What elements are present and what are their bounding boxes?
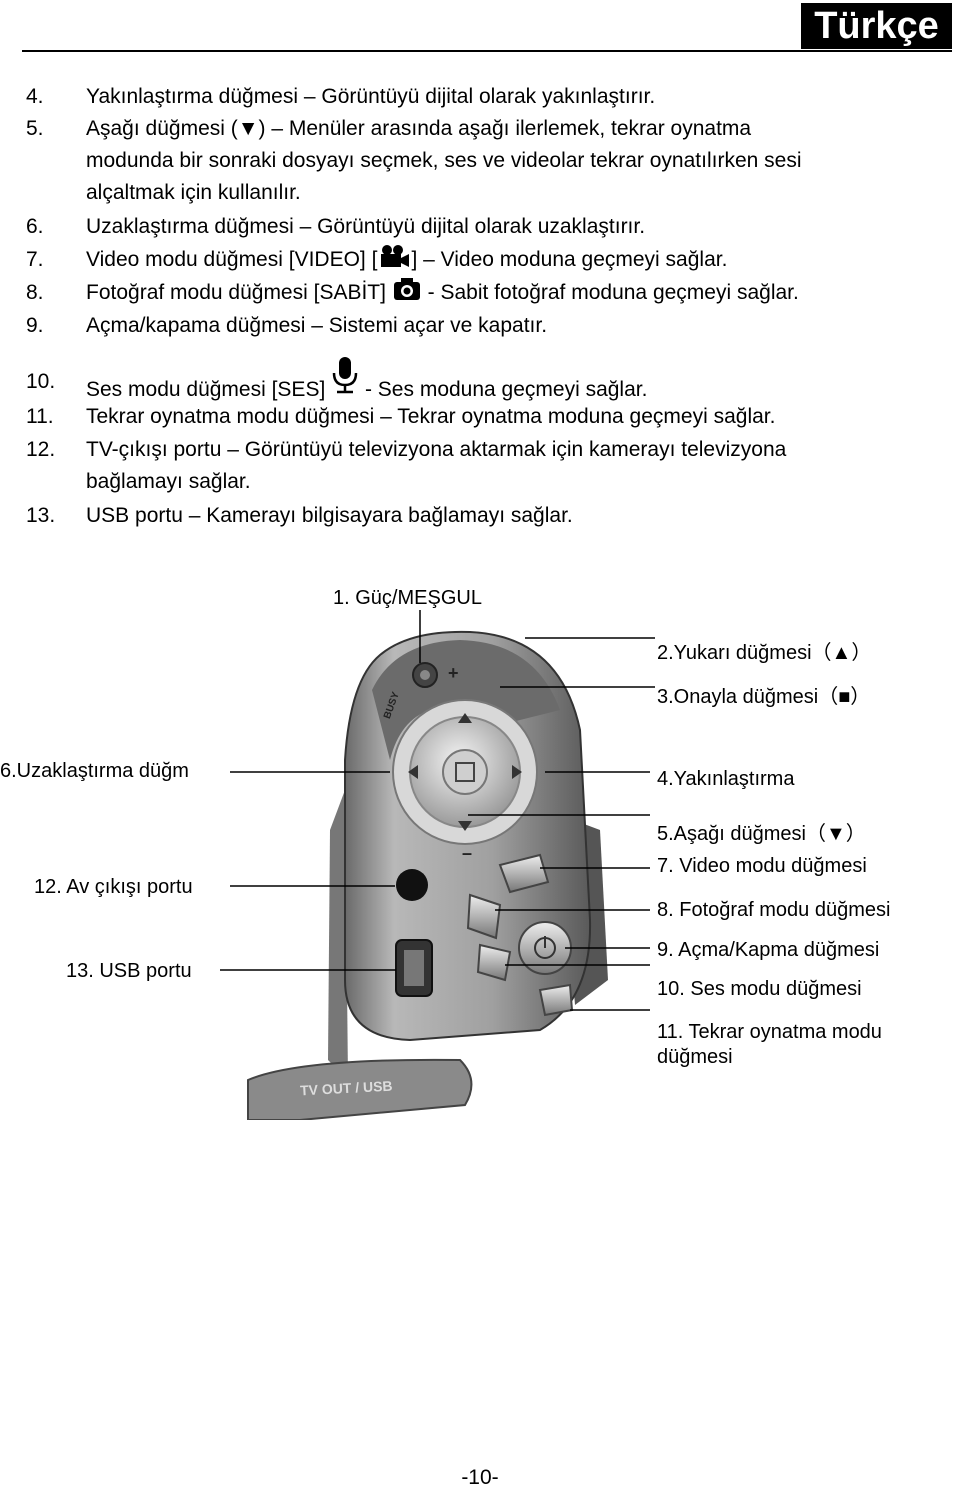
label-usb-port: 13. USB portu — [66, 960, 192, 982]
header-rule — [22, 50, 952, 52]
language-badge: Türkçe — [801, 3, 952, 49]
label-audio-button: 10. Ses modu düğmesi — [657, 978, 862, 1000]
label-confirm-button: 3.Onayla düğmesi（■） — [657, 686, 871, 708]
plus-text: + — [448, 663, 459, 683]
label-power-button: 9. Açma/Kapma düğmesi — [657, 939, 880, 961]
label-up-button: 2.Yukarı düğmesi（▲） — [657, 642, 872, 664]
label-av-port: 12. Av çıkışı portu — [34, 876, 193, 898]
label-playback-button-cont: düğmesi — [657, 1046, 733, 1068]
camera-illustration — [220, 610, 655, 1120]
label-down-button: 5.Aşağı düğmesi（▼） — [657, 823, 866, 845]
minus-text: – — [462, 843, 473, 863]
video-camera-icon — [377, 244, 411, 277]
label-video-button: 7. Video modu düğmesi — [657, 855, 867, 877]
microphone-icon — [331, 356, 359, 405]
camera-diagram: BUSY + – TV OUT / USB 1. Güç/MEŞGUL 2.Yu… — [0, 560, 960, 1120]
label-zoom-in-button: 4.Yakınlaştırma — [657, 768, 795, 790]
label-power-busy: 1. Güç/MEŞGUL — [333, 587, 482, 609]
label-photo-button: 8. Fotoğraf modu düğmesi — [657, 899, 891, 921]
page-number: -10- — [461, 1466, 499, 1489]
photo-camera-icon — [392, 277, 422, 310]
label-playback-button: 11. Tekrar oynatma modu — [657, 1021, 882, 1043]
label-zoom-out-button: 6.Uzaklaştırma düğm — [0, 760, 189, 782]
